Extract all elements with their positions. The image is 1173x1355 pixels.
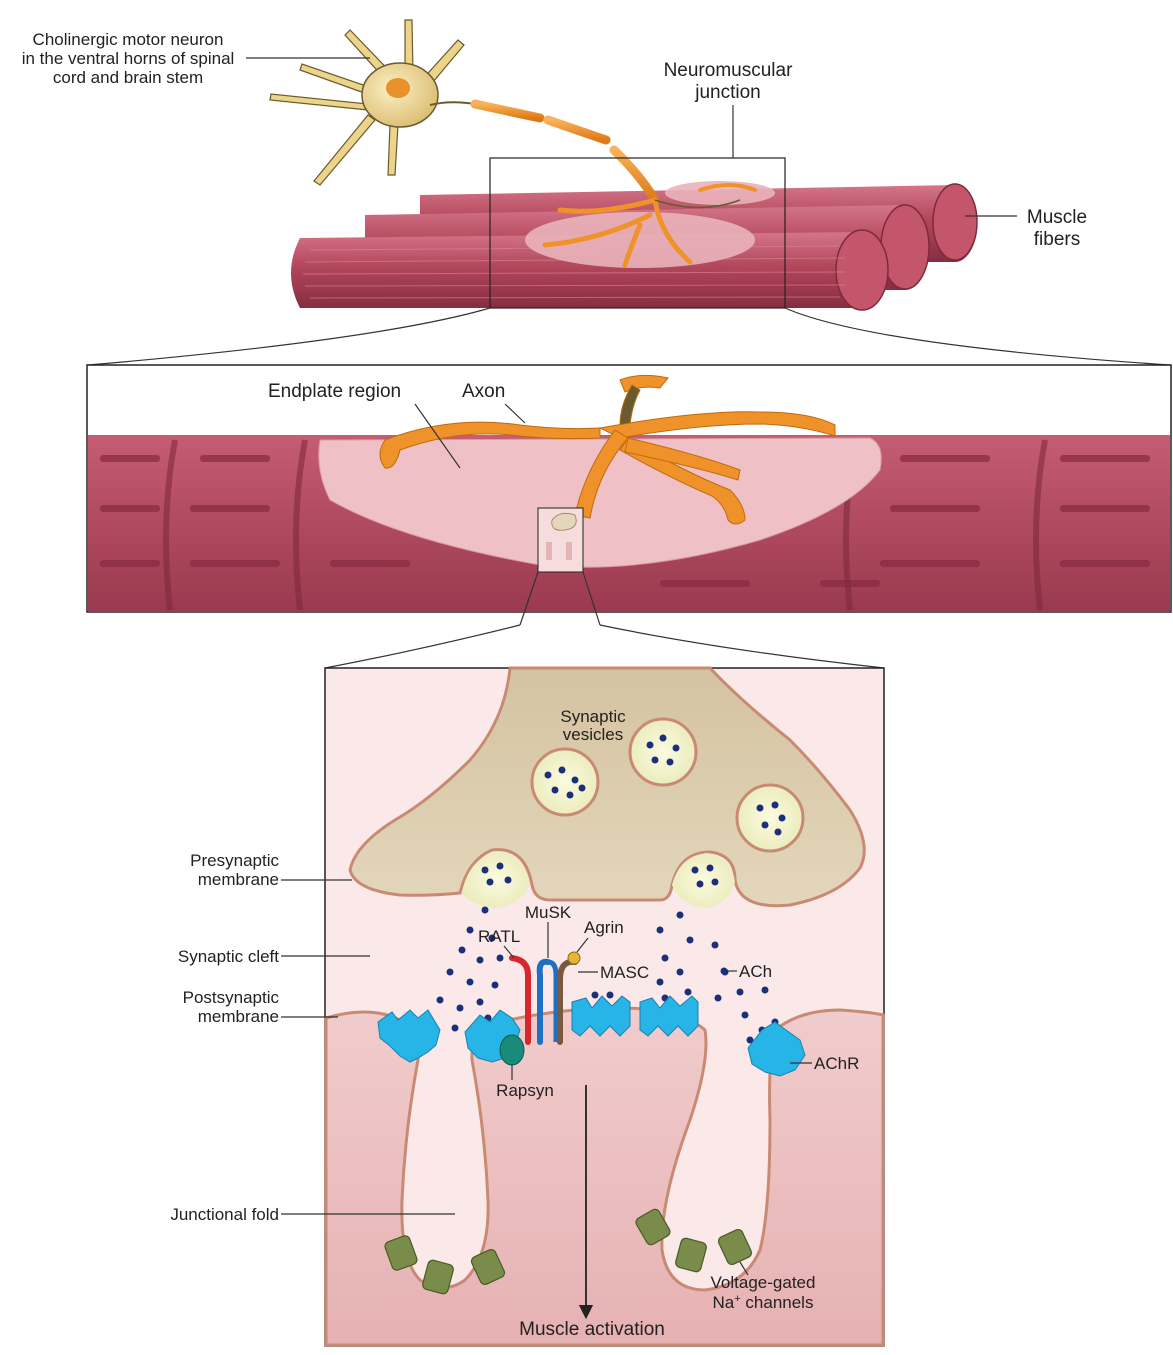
nmj-label-line1: Neuromuscular xyxy=(664,60,793,81)
neuron-nucleus xyxy=(386,78,410,98)
agrin-label: Agrin xyxy=(584,918,624,937)
synaptic-vesicles-label-line2: vesicles xyxy=(563,725,623,744)
na-channels-label-line1: Voltage-gated xyxy=(711,1273,816,1292)
top-panel: Cholinergic motor neuron in the ventral … xyxy=(22,20,1170,365)
presynaptic-label-line2: membrane xyxy=(198,870,279,889)
na-channels-label-line2: Na+ channels xyxy=(713,1293,814,1312)
synaptic-vesicles-label-line1: Synaptic xyxy=(560,707,626,726)
ach-legend-dot xyxy=(721,968,728,975)
rapsyn-protein xyxy=(500,1035,524,1065)
achr-receptor xyxy=(572,996,630,1036)
synaptic-cleft-label: Synaptic cleft xyxy=(178,947,279,966)
postsynaptic-label-line1: Postsynaptic xyxy=(183,988,280,1007)
bottom-panel: Synaptic vesicles Presynaptic membrane S… xyxy=(170,668,884,1346)
muscle-activation-label: Muscle activation xyxy=(519,1319,665,1340)
rapsyn-label: Rapsyn xyxy=(496,1081,554,1100)
postsynaptic-label-line2: membrane xyxy=(198,1007,279,1026)
synaptic-vesicle xyxy=(532,749,598,815)
muscle-fibers-label-line2: fibers xyxy=(1034,229,1080,250)
synaptic-vesicle xyxy=(630,719,696,785)
ach-label: ACh xyxy=(739,962,772,981)
synaptic-vesicle xyxy=(737,785,803,851)
agrin-molecule xyxy=(568,952,580,964)
achr-label: AChR xyxy=(814,1054,859,1073)
nmj-label-line2: junction xyxy=(694,82,761,103)
masc-label: MASC xyxy=(600,963,649,982)
axon-label: Axon xyxy=(462,381,505,402)
muscle-fibers-label-line1: Muscle xyxy=(1027,207,1087,228)
achr-receptor xyxy=(640,996,698,1036)
musk-label: MuSK xyxy=(525,903,572,922)
neuron-label-line2: in the ventral horns of spinal xyxy=(22,49,235,68)
presynaptic-label-line1: Presynaptic xyxy=(190,851,279,870)
neuron-label-line1: Cholinergic motor neuron xyxy=(33,30,224,49)
middle-panel: Endplate region Axon xyxy=(87,365,1171,668)
ratl-label: RATL xyxy=(478,927,520,946)
endplate-label: Endplate region xyxy=(268,381,401,402)
junctional-fold-label: Junctional fold xyxy=(170,1205,279,1224)
neuron-label-line3: cord and brain stem xyxy=(53,68,203,87)
